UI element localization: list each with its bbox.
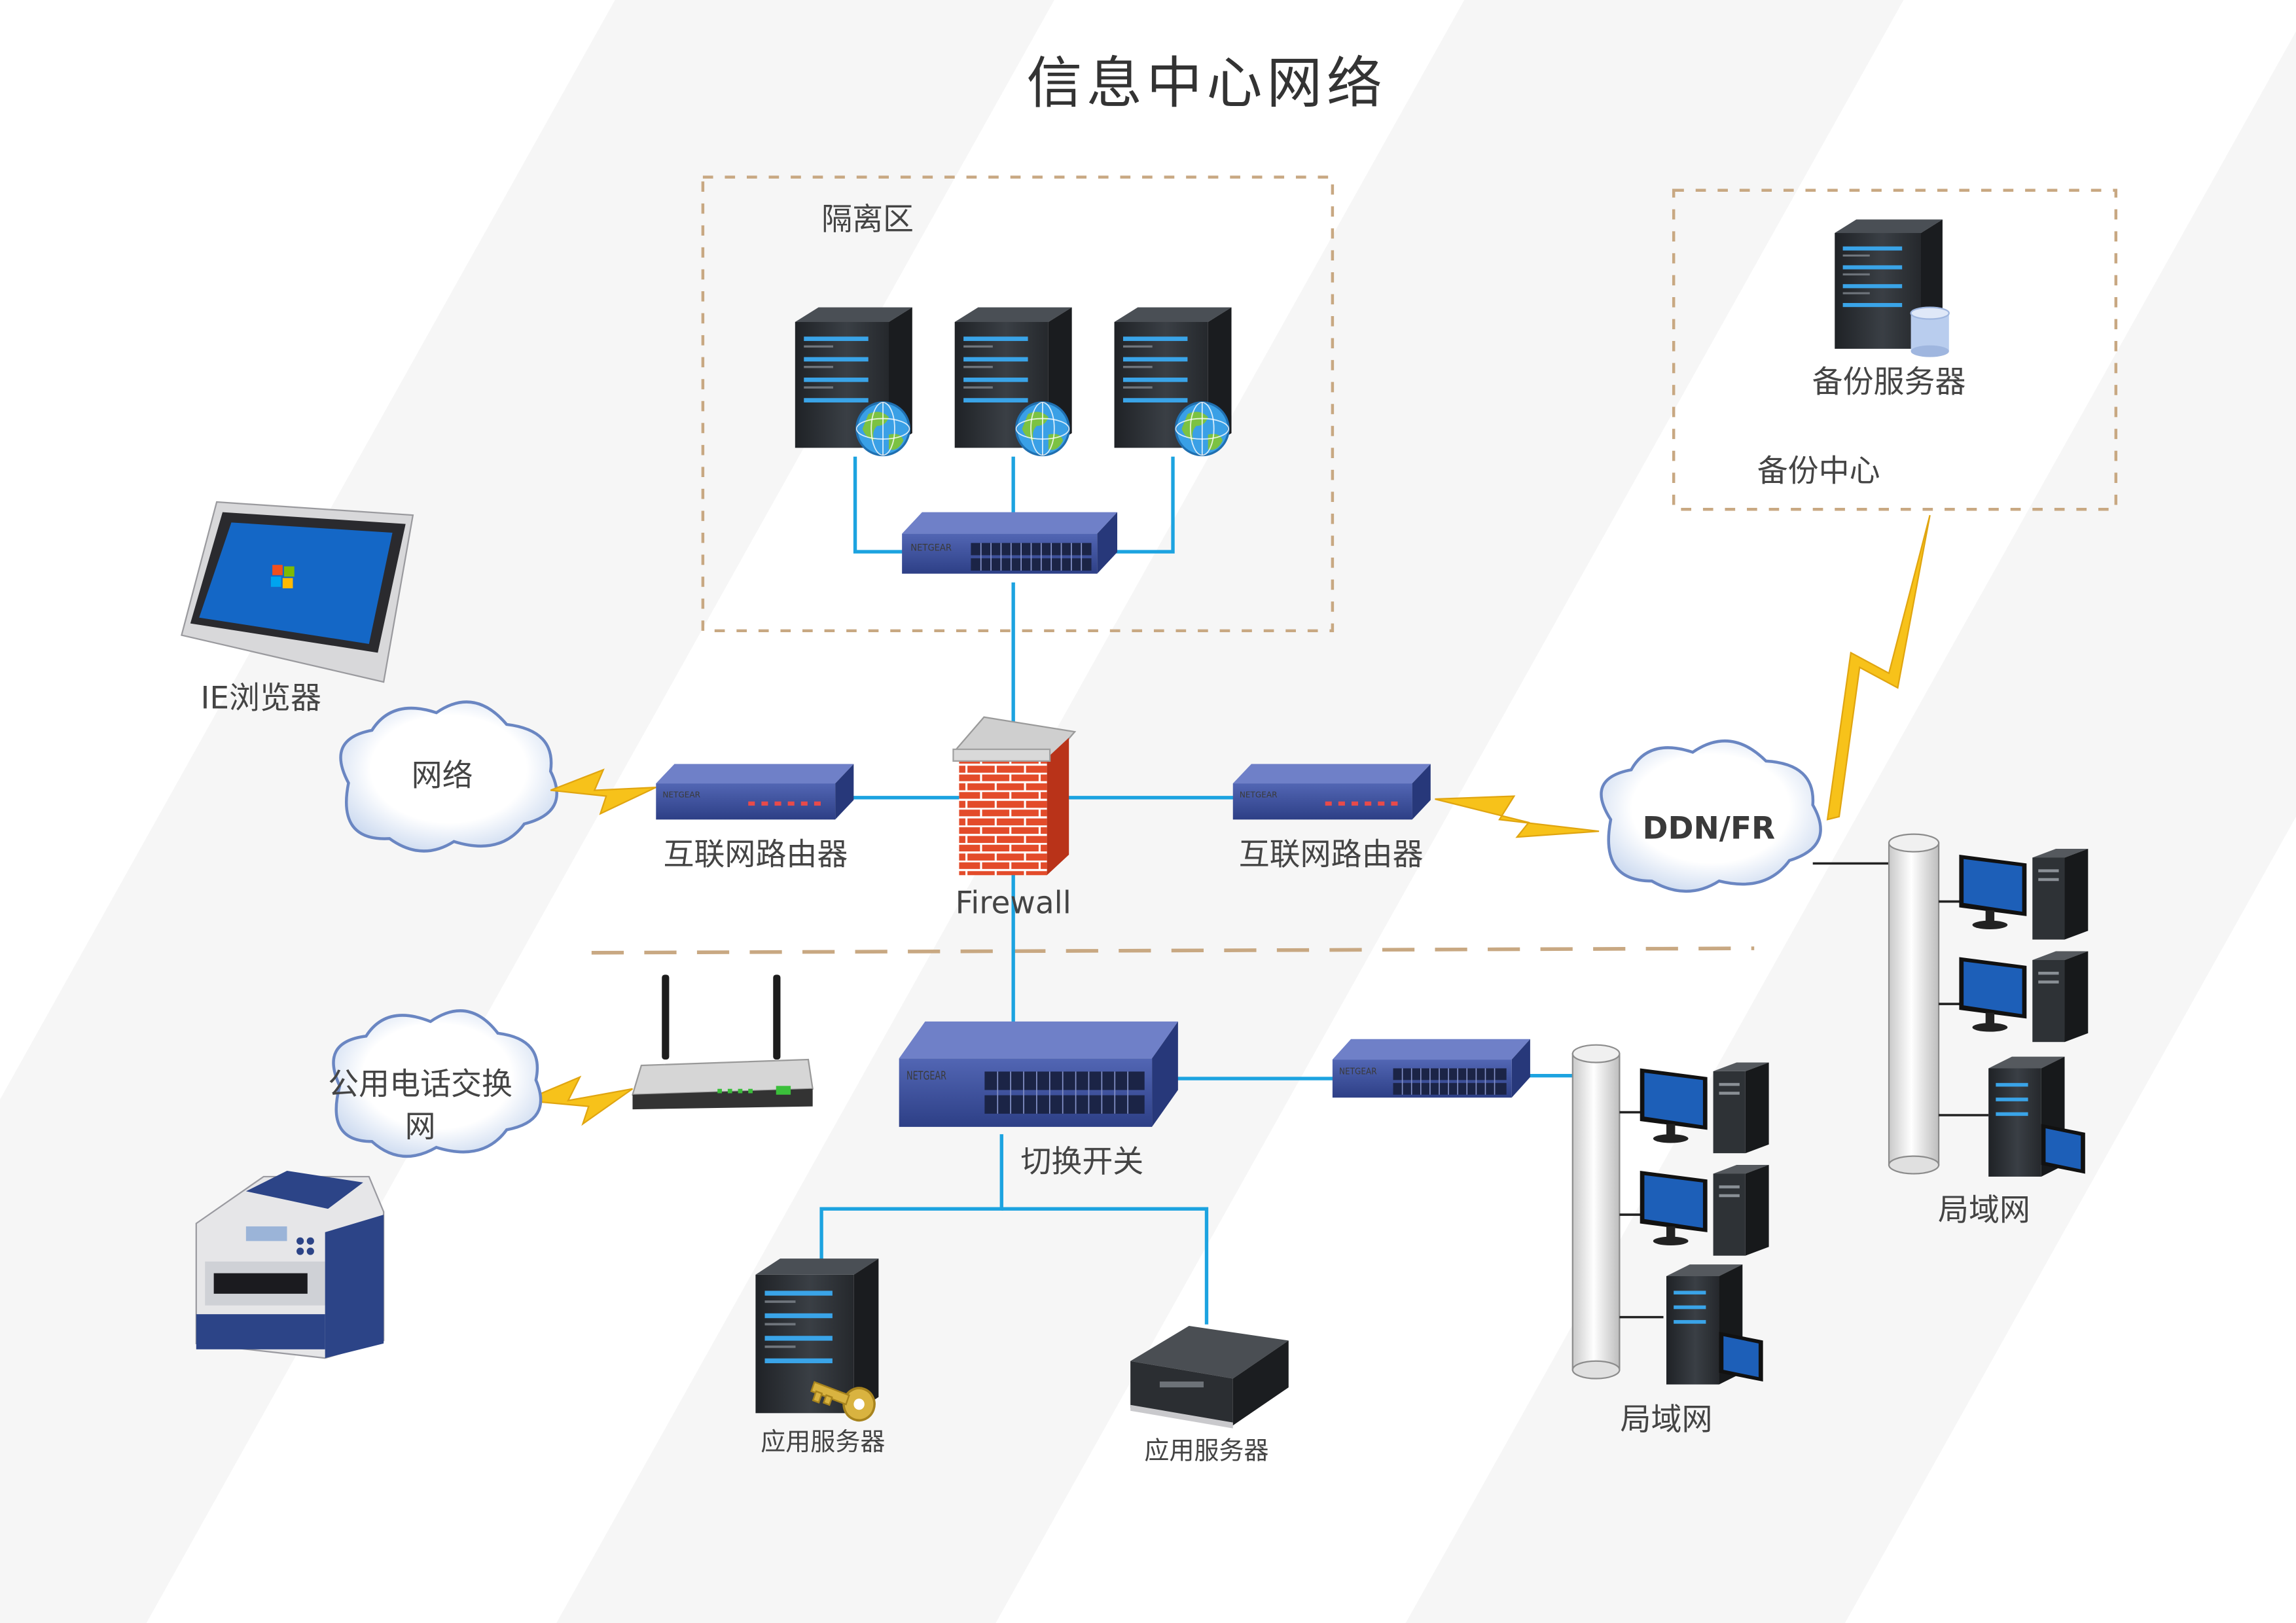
tablet-device[interactable] — [181, 501, 414, 683]
dmz-server-3[interactable] — [1114, 307, 1232, 457]
lightning-backup — [1826, 514, 1931, 821]
router-brand: NETGEAR — [662, 789, 700, 799]
dmz-switch[interactable]: NETGEAR — [902, 512, 1118, 574]
lan-1-label: 局域网 — [1621, 1402, 1713, 1438]
firewall-label: Firewall — [956, 885, 1071, 921]
core-switch[interactable]: NETGEAR — [899, 1021, 1178, 1127]
pstn-cloud-label-2: 网 — [405, 1109, 436, 1145]
switch-brand: NETGEAR — [910, 543, 952, 554]
app-server-desktop[interactable] — [1130, 1326, 1289, 1429]
switch-brand: NETGEAR — [906, 1068, 946, 1082]
pstn-cloud-label-1: 公用电话交换 — [328, 1067, 512, 1103]
ie-browser-label: IE浏览器 — [201, 680, 321, 716]
dmz-zone — [701, 175, 1335, 633]
switch-brand: NETGEAR — [1339, 1067, 1377, 1077]
internet-cloud[interactable]: 网络 — [339, 700, 558, 853]
app-server-1-label: 应用服务器 — [761, 1427, 885, 1456]
printer-mfp[interactable] — [195, 1170, 385, 1359]
page-title: 信息中心网络 — [1026, 52, 1386, 116]
router-left-label: 互联网路由器 — [663, 837, 848, 873]
core-switch-label: 切换开关 — [1020, 1144, 1143, 1180]
dmz-zone-label: 隔离区 — [821, 202, 914, 238]
ddn-fr-cloud-label: DDN/FR — [1642, 810, 1775, 846]
key-icon — [810, 1381, 876, 1422]
lan-1-backbone[interactable] — [1571, 1044, 1621, 1380]
backup-server-label: 备份服务器 — [1812, 364, 1966, 400]
router-right-label: 互联网路由器 — [1239, 837, 1424, 873]
segment-divider — [591, 946, 1755, 955]
lan-2-label: 局域网 — [1938, 1192, 2030, 1228]
database-icon — [1910, 306, 1950, 357]
globe-icon — [855, 401, 911, 457]
backup-server[interactable] — [1835, 219, 1950, 357]
lan-switch[interactable]: NETGEAR — [1332, 1039, 1530, 1098]
globe-icon — [1174, 401, 1230, 457]
ddn-fr-cloud[interactable]: DDN/FR — [1600, 739, 1822, 893]
internet-cloud-label: 网络 — [412, 758, 473, 794]
lightning-pstn — [524, 1075, 634, 1126]
wireless-router[interactable] — [631, 974, 814, 1110]
lightning-internet — [550, 768, 656, 815]
globe-icon — [1014, 401, 1070, 457]
backup-center-label: 备份中心 — [1757, 454, 1880, 490]
dmz-server-2[interactable] — [954, 307, 1072, 457]
pstn-cloud[interactable]: 公用电话交换 网 — [328, 1009, 543, 1158]
lan-2-links — [1939, 900, 1989, 1116]
internet-router-right[interactable]: NETGEAR — [1232, 764, 1431, 820]
lan-2-backbone[interactable] — [1888, 833, 1940, 1175]
windows-logo-icon — [270, 565, 295, 588]
backup-center-zone — [1672, 188, 2118, 511]
firewall[interactable] — [952, 716, 1077, 876]
app-server-2-label: 应用服务器 — [1144, 1436, 1268, 1465]
router-brand: NETGEAR — [1240, 789, 1278, 799]
dmz-server-1[interactable] — [795, 307, 912, 457]
internet-router-left[interactable]: NETGEAR — [656, 764, 854, 820]
app-server-tower[interactable] — [755, 1258, 879, 1425]
lightning-ddn — [1435, 795, 1600, 838]
